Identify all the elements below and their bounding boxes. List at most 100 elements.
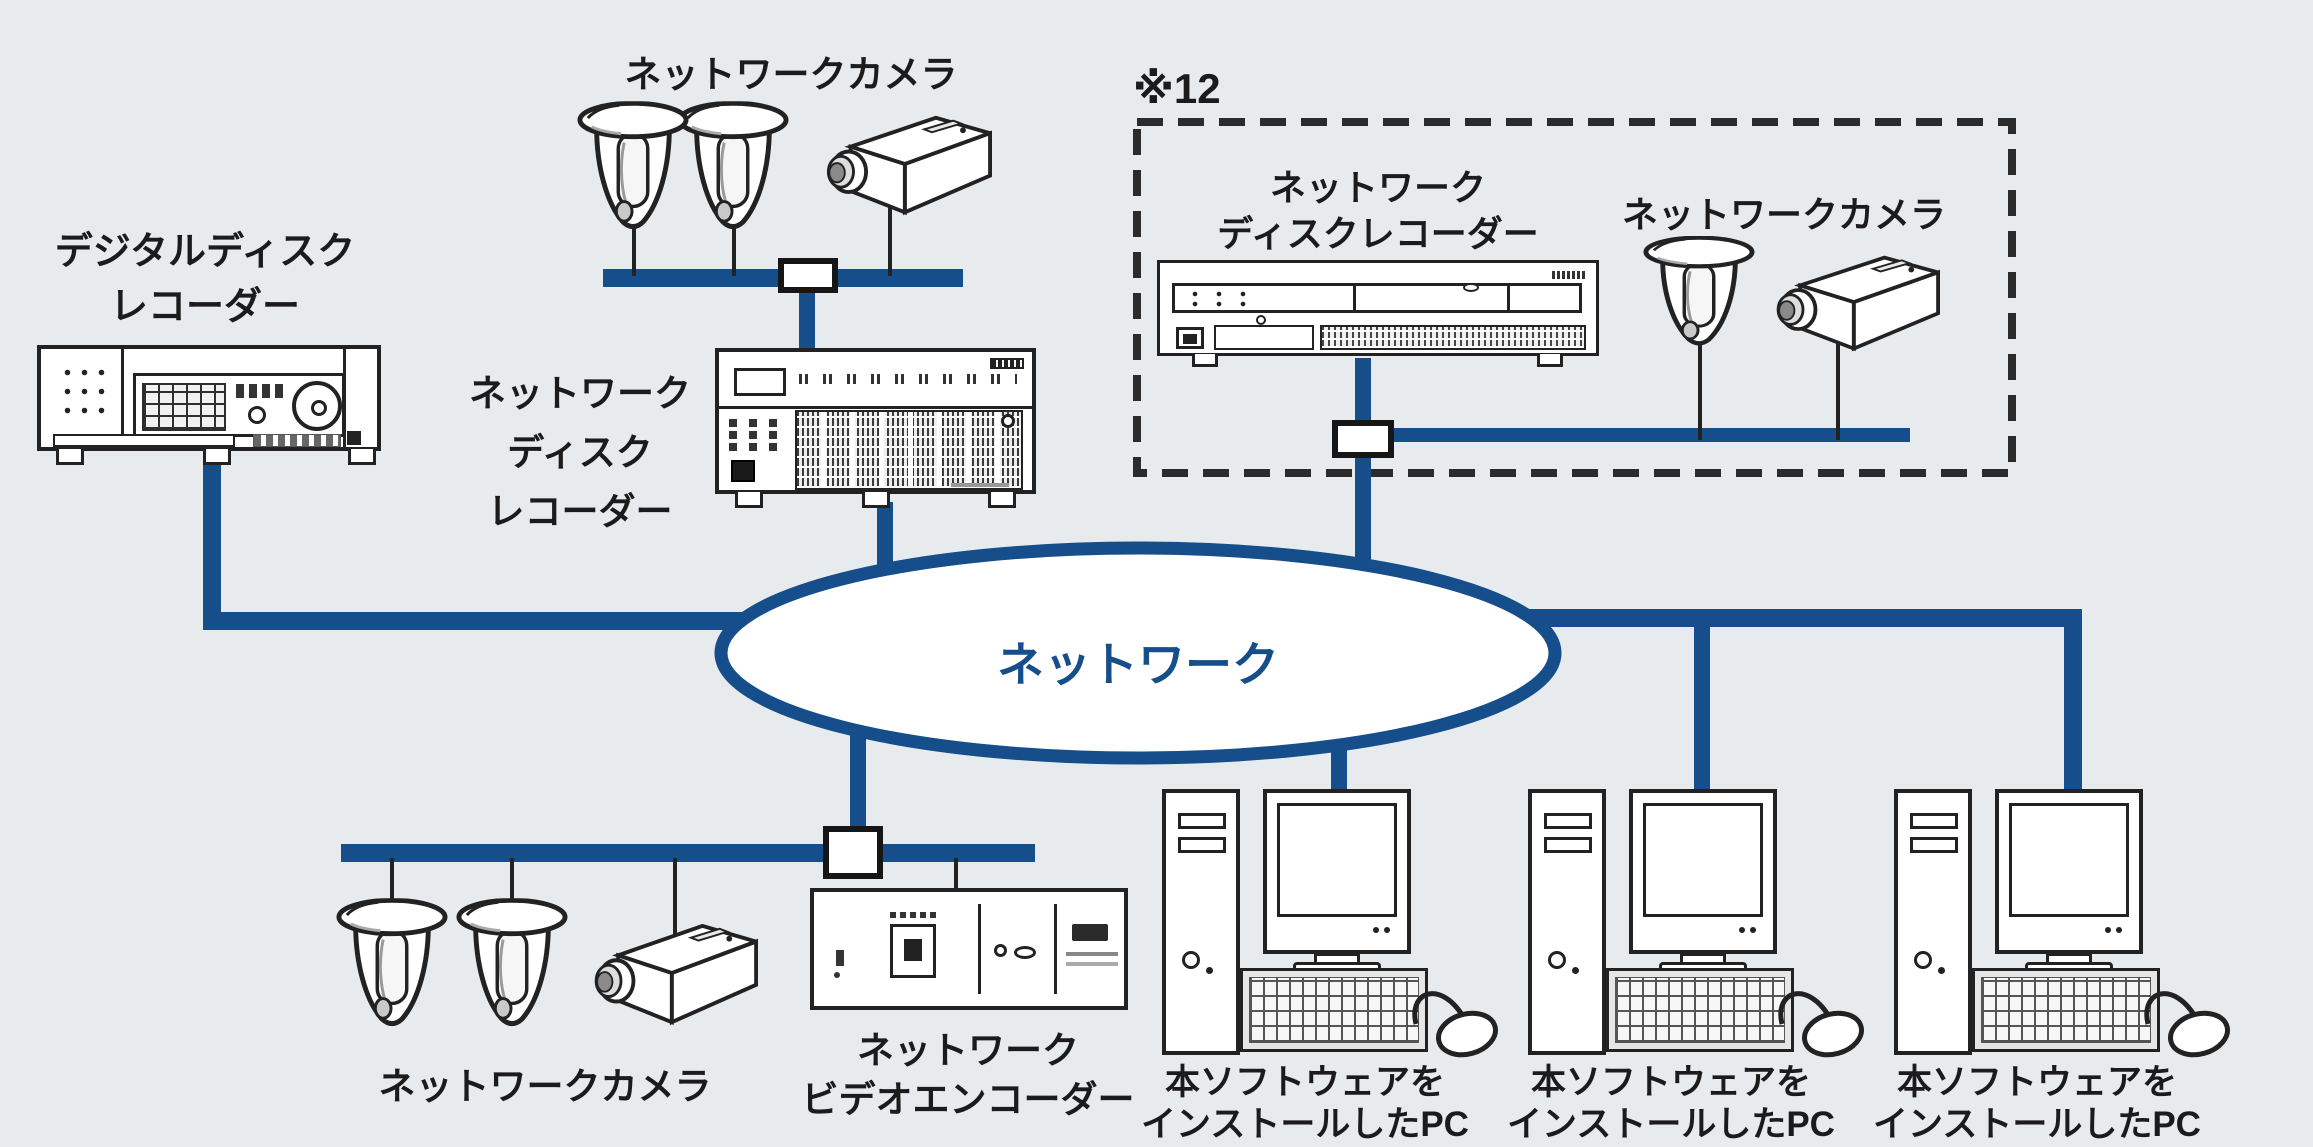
dome-camera-icon [576, 101, 690, 251]
brand-logo-icon [990, 358, 1024, 369]
channel-ticks-icon [799, 374, 1017, 384]
pc-mouse-icon [1404, 976, 1504, 1060]
label-glyph-icon [836, 950, 844, 966]
label-line: ネットワーク [1269, 167, 1486, 208]
box-camera-icon [808, 112, 992, 220]
panel-divider [719, 406, 1032, 409]
pc3-label: 本ソフトウェアを インストールしたPC [1872, 1062, 2202, 1146]
label-line: ネットワーク [469, 373, 691, 414]
indicator-leds-icon [59, 363, 109, 419]
port-icon [731, 460, 755, 482]
pc2-label: 本ソフトウェアを インストールしたPC [1506, 1062, 1836, 1146]
port-icon [1176, 327, 1204, 349]
network-cloud-label: ネットワーク [997, 638, 1279, 691]
label-line: デジタルディスク [54, 231, 356, 273]
round-button-icon [248, 406, 266, 424]
pc-monitor-icon [1263, 789, 1411, 954]
model-text-icon [1066, 962, 1118, 966]
video-encoder-device [810, 888, 1128, 1010]
dome-camera-icon [1642, 236, 1756, 364]
device-foot [862, 492, 890, 508]
pc-tower-icon [1162, 789, 1240, 1055]
box-recorder-label: ネットワーク ディスクレコーダー [1178, 165, 1578, 257]
pc-mouse-icon [2136, 976, 2236, 1060]
top-camera-label: ネットワークカメラ [624, 54, 958, 95]
jog-dial-inner-icon [311, 400, 327, 416]
hub-box [1332, 420, 1394, 458]
label-line: ビデオエンコーダー [801, 1079, 1135, 1120]
brand-logo-icon [1072, 924, 1108, 941]
label-line: ディスクレコーダー [1217, 213, 1539, 254]
tape-slot-icon [53, 434, 235, 447]
wire-left-recorder [203, 462, 775, 630]
pc1-label: 本ソフトウェアを インストールしたPC [1140, 1062, 1470, 1146]
pc-monitor-icon [1995, 789, 2143, 954]
keypad-icon [142, 383, 226, 431]
digital-disk-recorder-device [37, 345, 381, 451]
label-line: 本ソフトウェアを [1530, 1063, 1811, 1102]
control-panel [133, 373, 345, 437]
blank-panel [1214, 325, 1314, 350]
label-line: ディスク [507, 432, 653, 473]
bottom-camera-label: ネットワークカメラ [378, 1066, 712, 1107]
indicator-leds-icon [1183, 289, 1255, 308]
hub-box [778, 258, 838, 293]
label-line: ネットワーク [857, 1030, 1079, 1071]
pc-tower-icon [1894, 789, 1972, 1055]
front-panel-row [1172, 283, 1582, 313]
mid-recorder-label: ネットワーク ディスク レコーダー [430, 364, 730, 541]
pc-keyboard-icon [1606, 968, 1794, 1052]
wire-cloud-to-pc3 [1515, 609, 2082, 800]
network-disk-recorder-device [1157, 260, 1599, 356]
dome-camera-icon [335, 898, 449, 1048]
small-buttons-icon [236, 384, 288, 398]
label-line: レコーダー [109, 286, 300, 328]
dome-camera-icon [676, 101, 790, 251]
label-line: インストールしたPC [1507, 1105, 1835, 1144]
device-foot [203, 449, 231, 465]
dome-camera-icon [455, 898, 569, 1048]
box-camera-icon [1758, 252, 1940, 356]
device-foot [348, 449, 376, 465]
panel-divider [121, 349, 124, 447]
device-foot [56, 449, 84, 465]
pc-mouse-icon [1770, 976, 1870, 1060]
pc-keyboard-icon [1240, 968, 1428, 1052]
round-connector-icon [994, 944, 1007, 957]
vent-slots-icon [795, 410, 1023, 490]
brand-logo-icon [1552, 271, 1586, 279]
device-foot [988, 492, 1016, 508]
hub-box [823, 826, 883, 879]
vent-grille-icon [1320, 325, 1586, 350]
video-encoder-label: ネットワーク ビデオエンコーダー [790, 1026, 1146, 1124]
box-camera-label: ネットワークカメラ [1621, 194, 1946, 235]
model-text-icon [1066, 952, 1118, 956]
connector-icon [347, 431, 361, 445]
model-text-icon [951, 483, 1009, 487]
port-label-icon [890, 912, 936, 918]
eject-notch-icon [1463, 283, 1479, 292]
label-line: 本ソフトウェアを [1164, 1063, 1445, 1102]
control-marks-icon [729, 415, 787, 455]
device-foot [1537, 354, 1563, 367]
network-cloud [714, 541, 1562, 765]
annotation-dashed-border [1133, 118, 2016, 477]
panel-divider [978, 904, 981, 994]
label-line: レコーダー [487, 491, 673, 532]
box-camera-icon [576, 920, 758, 1030]
label-line: 本ソフトウェアを [1896, 1063, 2177, 1102]
led-icon [834, 972, 840, 978]
panel-divider [1353, 286, 1356, 310]
digital-disk-recorder-label: デジタルディスク レコーダー [25, 225, 385, 335]
ethernet-port-icon [890, 924, 936, 978]
pc-monitor-icon [1629, 789, 1777, 954]
oval-connector-icon [1014, 946, 1036, 959]
label-line: インストールしたPC [1873, 1105, 2201, 1144]
network-disk-recorder-device [715, 348, 1036, 494]
display-window-icon [734, 368, 786, 396]
pc-keyboard-icon [1972, 968, 2160, 1052]
device-foot [735, 492, 763, 508]
round-button-icon [1256, 315, 1266, 325]
